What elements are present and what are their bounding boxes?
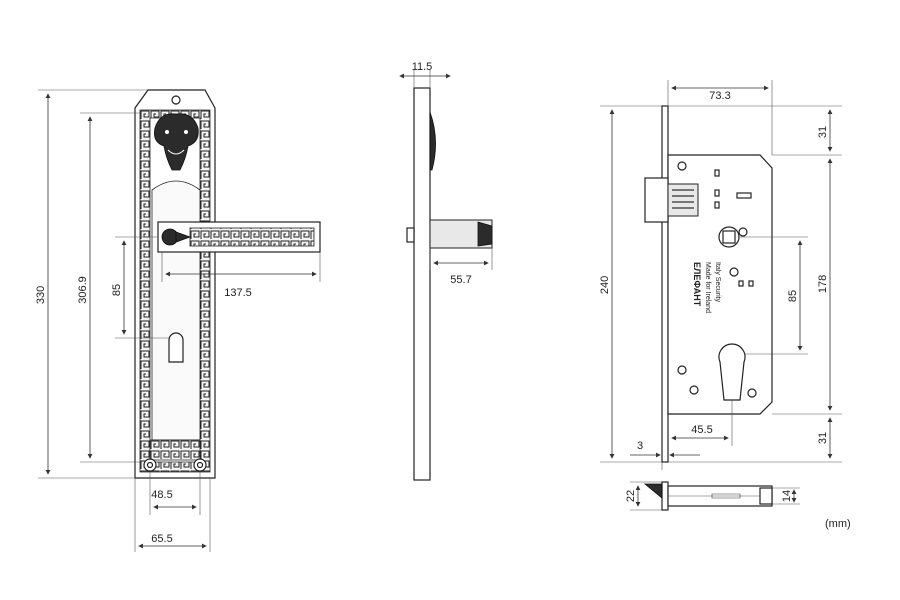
brand-label: ЕЛЕФАНТ Made for Ireland Italy Security	[692, 262, 721, 313]
brand-security: Italy Security	[714, 262, 721, 303]
dim-thickness: 11.5	[412, 61, 433, 73]
bottom-ornament	[143, 439, 207, 472]
dim-bottom-offset: 31	[817, 432, 829, 444]
units-label: (mm)	[825, 518, 851, 530]
follower-square	[718, 226, 740, 248]
dim-top-offset: 31	[817, 126, 829, 138]
cylinder-keyhole	[168, 332, 184, 363]
dim-bolt-height-right: 14	[781, 490, 793, 502]
dim-backset: 45.5	[691, 424, 712, 436]
dim-bolt-height-left: 22	[625, 490, 637, 502]
top-screw-hole	[171, 95, 181, 105]
elephant-head-ornament	[154, 113, 199, 171]
dim-handle-to-cylinder: 85	[111, 284, 123, 296]
lever-handle	[157, 221, 321, 253]
dim-lock-handle-to-cylinder: 85	[787, 290, 799, 302]
dim-screw-spacing: 48.5	[151, 489, 172, 501]
dim-faceplate-thickness: 3	[637, 440, 643, 452]
case-screws	[677, 161, 757, 398]
dim-lever-length: 137.5	[224, 287, 252, 299]
side-plate	[413, 87, 431, 481]
inner-panel	[151, 180, 201, 441]
lock-case	[667, 154, 773, 415]
lock-cylinder-cutout	[718, 343, 746, 401]
handle-front-view: 330 306.9 85 137.5 48.5 65.5	[35, 89, 321, 552]
latch-bolt	[644, 177, 699, 223]
dim-lever-projection: 55.7	[450, 274, 471, 286]
brand-name: ЕЛЕФАНТ	[692, 262, 702, 307]
dim-case-height: 178	[817, 275, 829, 293]
side-ornament	[429, 111, 436, 171]
handle-side-view: 11.5 55.7	[399, 61, 493, 481]
dim-plate-width: 65.5	[151, 533, 172, 545]
lock-bottom-view	[643, 481, 773, 511]
lock-body-view: ЕЛЕФАНТ Made for Ireland Italy Security …	[599, 80, 842, 511]
dim-height-total: 330	[35, 286, 47, 304]
brand-made-for: Made for Ireland	[704, 262, 711, 313]
dim-height-inner: 306.9	[77, 276, 89, 304]
dim-backset-top: 73.3	[709, 90, 730, 102]
faceplate	[661, 105, 669, 463]
dim-faceplate-height: 240	[599, 276, 611, 294]
